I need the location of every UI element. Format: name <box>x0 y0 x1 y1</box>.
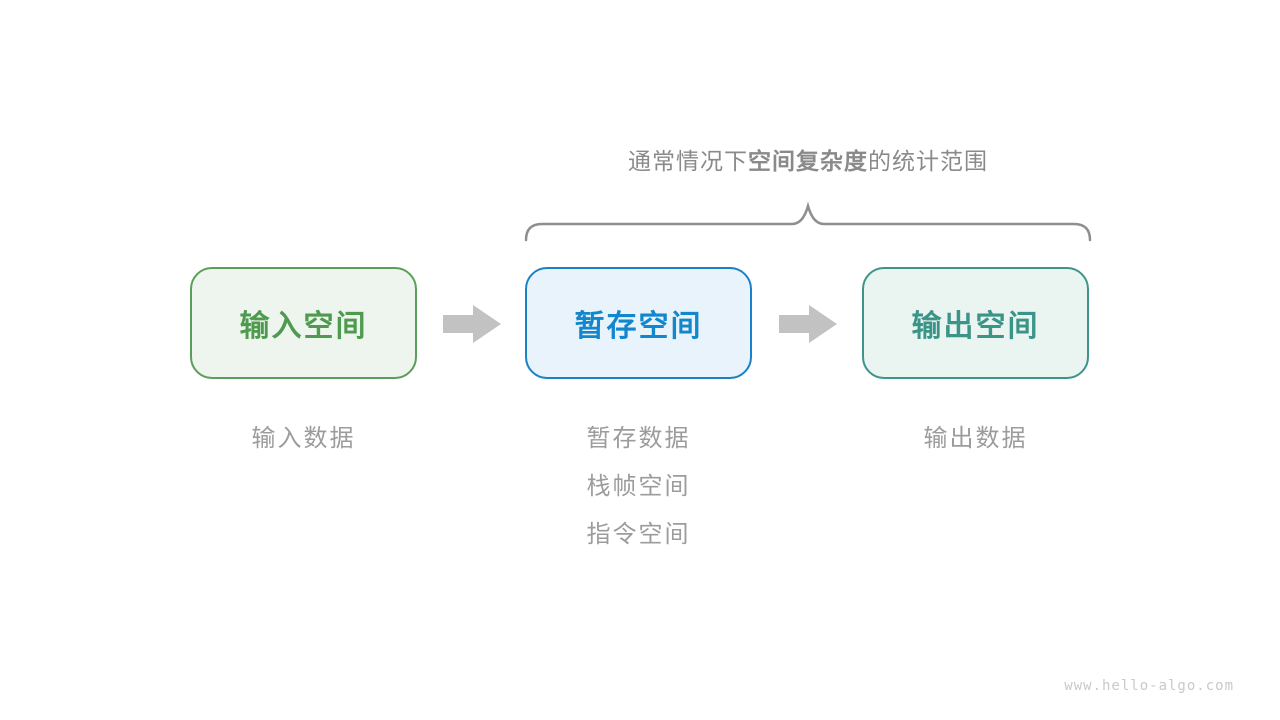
watermark: www.hello-algo.com <box>1064 678 1234 694</box>
temp-space-label: 暂存空间 <box>574 309 703 344</box>
output-space-box: 输出空间 <box>862 267 1089 379</box>
title-prefix: 通常情况下 <box>628 149 748 175</box>
note-line: 指令空间 <box>586 520 691 548</box>
scope-brace-icon <box>524 201 1092 242</box>
note-line: 暂存数据 <box>586 424 691 452</box>
title-highlight: 空间复杂度 <box>748 149 868 175</box>
input-space-label: 输入空间 <box>239 309 368 344</box>
right-arrow-icon <box>443 305 501 343</box>
right-arrow-icon <box>779 305 837 343</box>
note-line: 输出数据 <box>923 424 1028 452</box>
diagram-title: 通常情况下空间复杂度的统计范围 <box>408 146 1208 178</box>
temp-space-box: 暂存空间 <box>525 267 752 379</box>
output-space-label: 输出空间 <box>911 309 1040 344</box>
title-suffix: 的统计范围 <box>868 149 988 175</box>
input-space-box: 输入空间 <box>190 267 417 379</box>
output-space-notes: 输出数据 <box>862 423 1089 454</box>
temp-space-notes: 暂存数据 栈帧空间 指令空间 <box>525 423 752 550</box>
note-line: 栈帧空间 <box>586 472 691 500</box>
input-space-notes: 输入数据 <box>190 423 417 454</box>
note-line: 输入数据 <box>251 424 356 452</box>
